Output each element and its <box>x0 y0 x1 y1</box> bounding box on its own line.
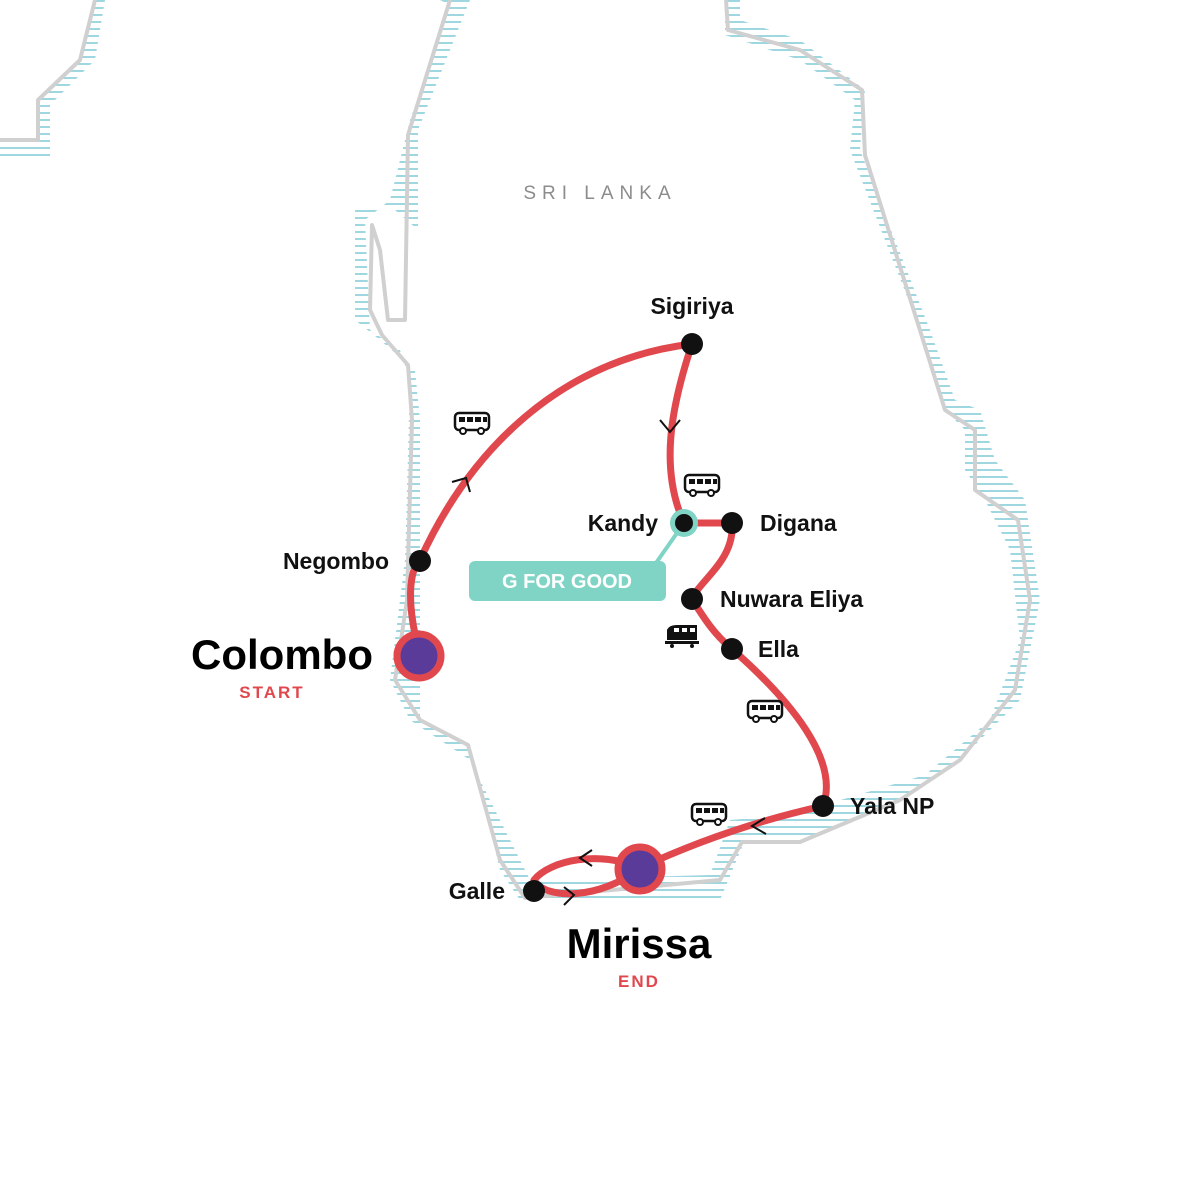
stop-negombo[interactable]: Negombo <box>283 548 431 574</box>
bus-icon <box>746 699 784 724</box>
stop-digana[interactable]: Digana <box>721 510 837 536</box>
bus-icon <box>453 411 491 436</box>
stop-ella[interactable]: Ella <box>721 636 799 662</box>
stop-nuwara-eliya[interactable]: Nuwara Eliya <box>681 586 863 612</box>
city-label: Yala NP <box>850 793 934 819</box>
bus-icon <box>683 473 721 498</box>
coastline <box>0 0 1032 900</box>
start-label: START <box>239 683 304 702</box>
city-label: Ella <box>758 636 799 662</box>
country-label: SRI LANKA <box>523 183 676 204</box>
city-label: Nuwara Eliya <box>720 586 863 612</box>
g-for-good-badge: G FOR GOOD <box>469 521 686 601</box>
stop-kandy[interactable]: Kandy <box>588 509 698 537</box>
city-label: Sigiriya <box>650 293 733 319</box>
city-label: Kandy <box>588 510 659 536</box>
direction-arrows <box>451 419 767 906</box>
stop-sigiriya[interactable]: Sigiriya <box>650 293 734 355</box>
city-label: Galle <box>449 878 505 904</box>
bus-icon <box>690 802 728 827</box>
stop-yala[interactable]: Yala NP <box>812 793 934 819</box>
city-label: Mirissa <box>567 920 712 967</box>
city-label: Digana <box>760 510 837 536</box>
badge-label: G FOR GOOD <box>502 571 632 593</box>
end-label: END <box>618 972 660 991</box>
stop-colombo[interactable]: Colombo START <box>191 630 445 702</box>
city-label: Colombo <box>191 631 373 678</box>
train-icon <box>665 625 699 648</box>
stop-galle[interactable]: Galle <box>449 878 545 904</box>
stop-mirissa[interactable]: Mirissa END <box>567 843 712 991</box>
city-label: Negombo <box>283 548 389 574</box>
water-texture <box>0 0 1040 900</box>
